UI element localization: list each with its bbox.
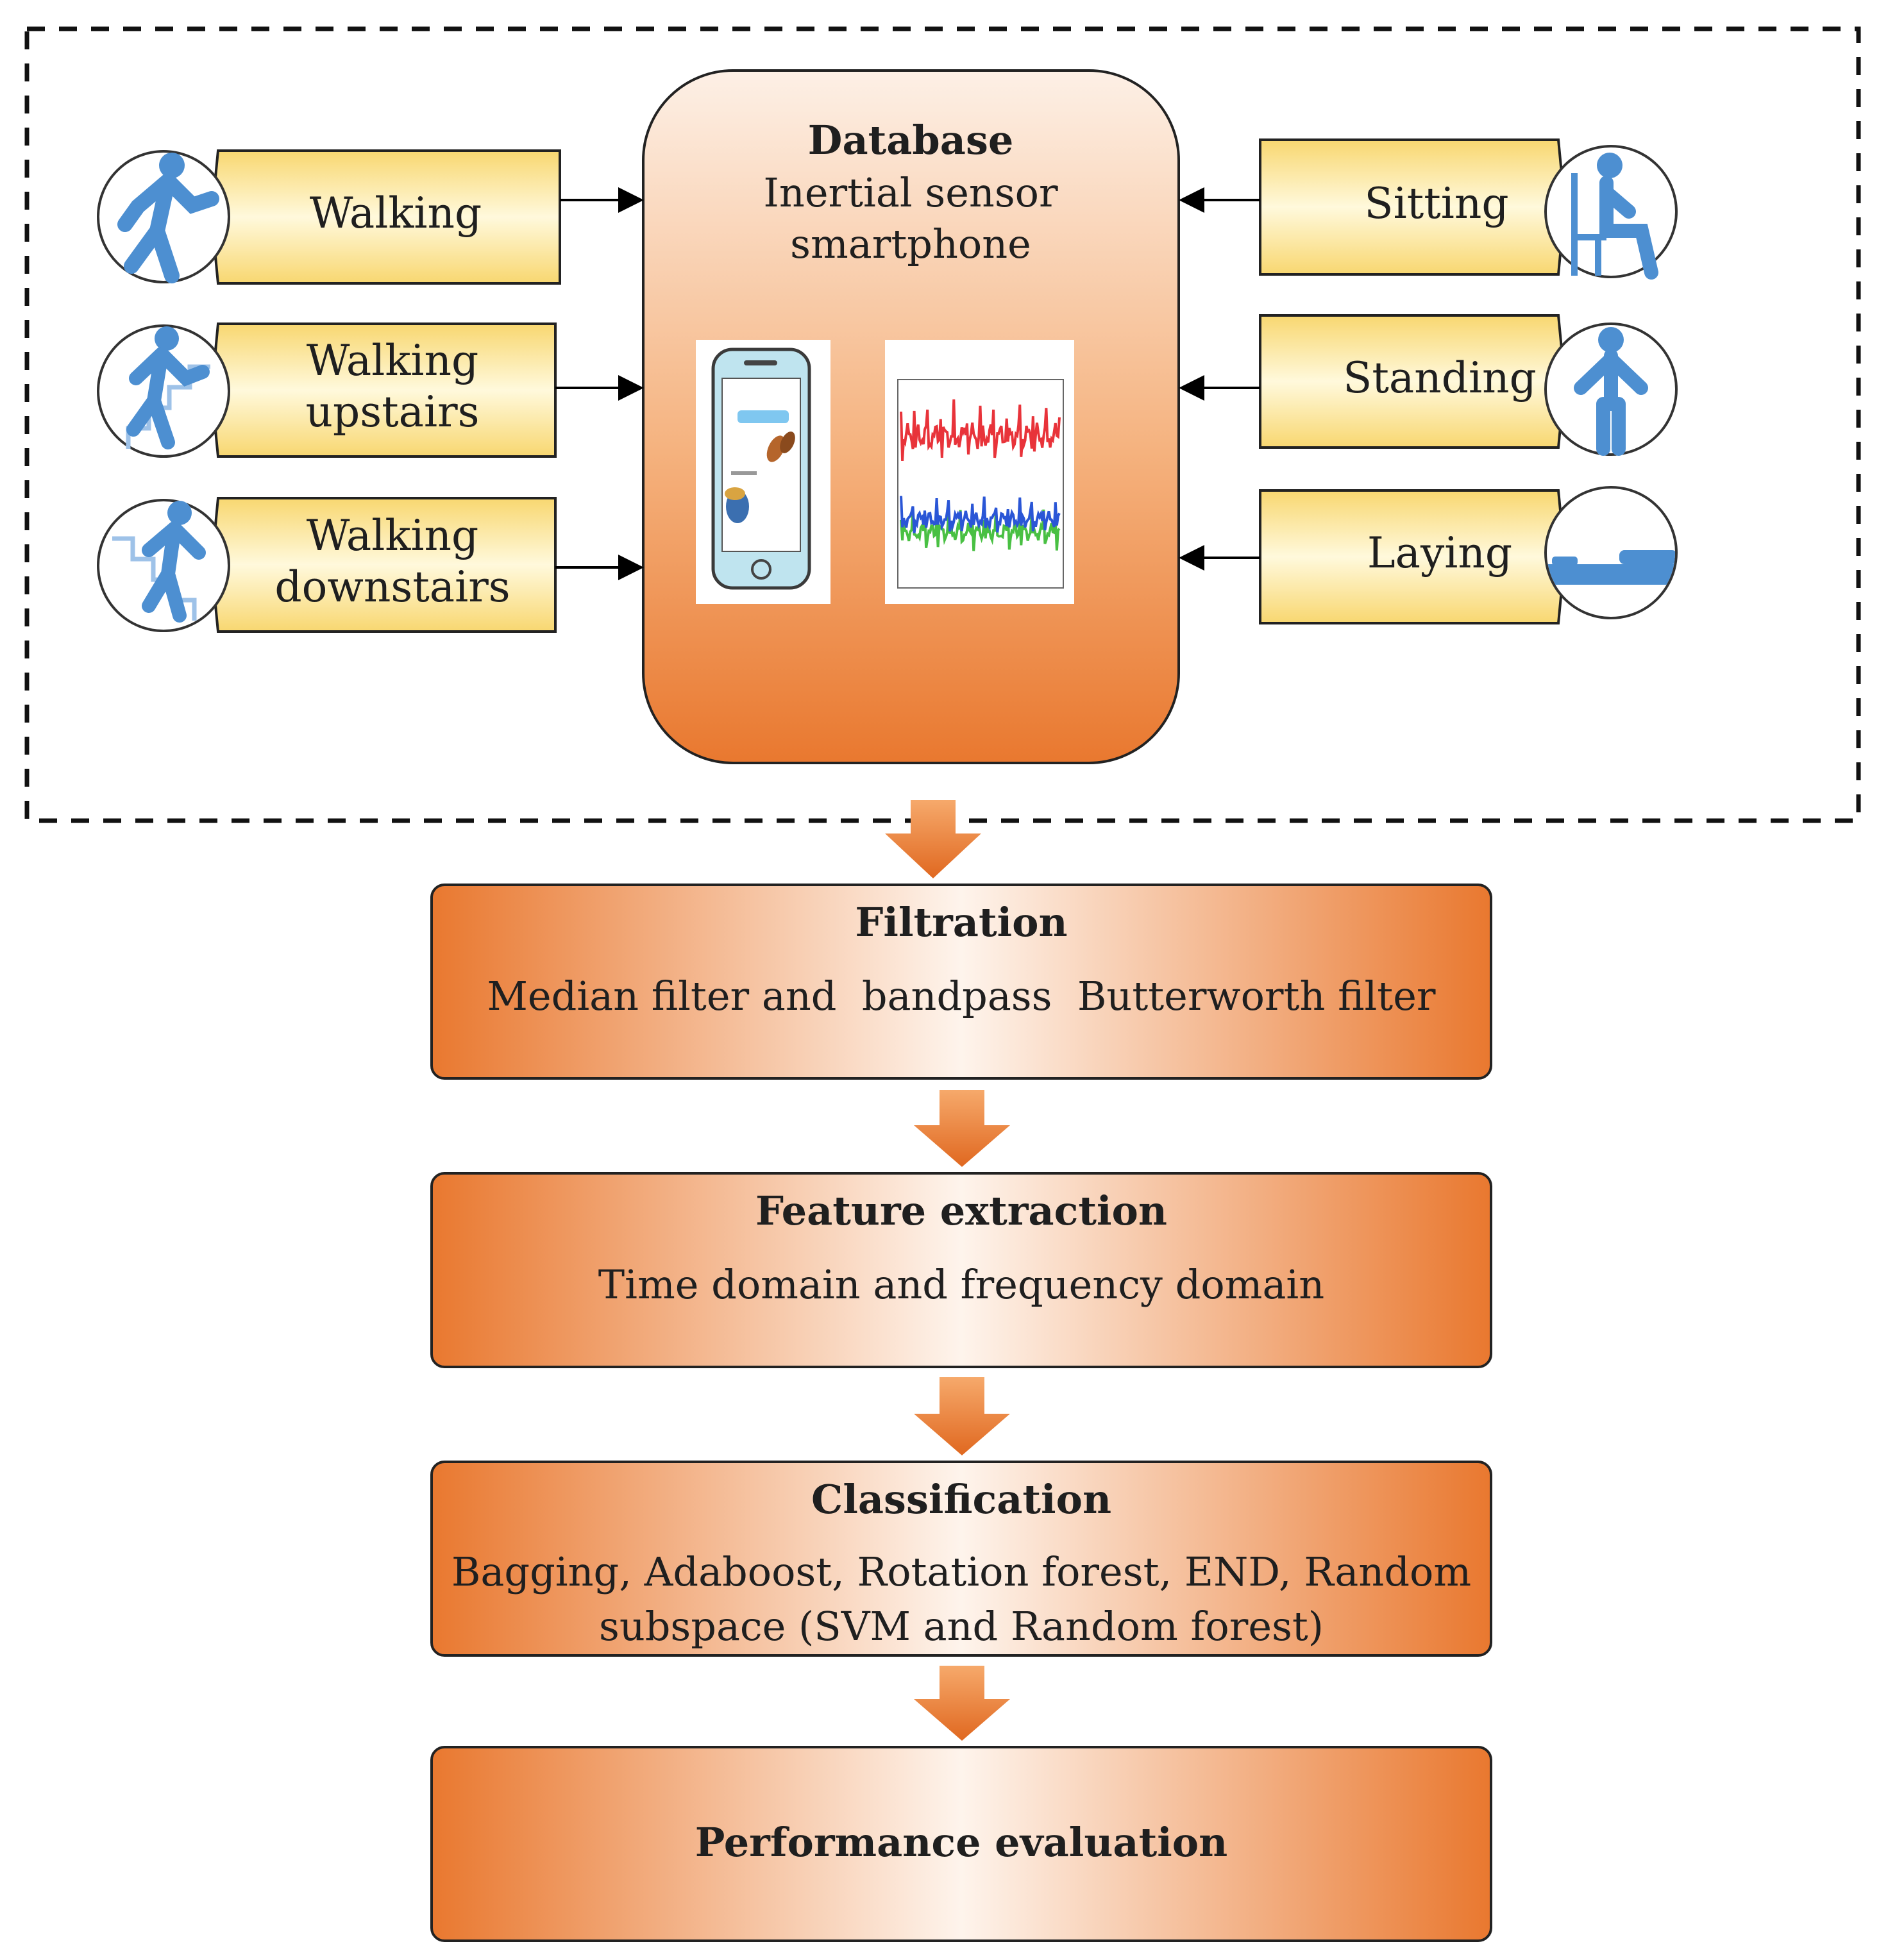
activity-walking-downstairs-label-1: Walking <box>307 511 478 560</box>
activity-laying-label: Laying <box>1367 528 1512 578</box>
activity-sitting: Sitting <box>1179 138 1678 280</box>
activity-laying: Laying <box>1179 486 1678 624</box>
step-classification: Classification Bagging, Adaboost, Rotati… <box>430 1461 1492 1657</box>
step-performance-evaluation: Performance evaluation <box>430 1746 1492 1942</box>
laying-person-icon <box>1544 486 1678 619</box>
activity-walking-upstairs: Walking upstairs <box>97 322 644 458</box>
standing-person-icon <box>1544 322 1678 456</box>
activity-walking-downstairs: Walking downstairs <box>97 497 644 633</box>
database-block: Database Inertial sensor smartphone <box>642 69 1180 764</box>
activity-walking-downstairs-label-2: downstairs <box>274 562 510 612</box>
database-title: Database <box>808 117 1014 163</box>
right-activities: Sitting Standing Laying <box>1179 138 1678 624</box>
step-feature-extraction: Feature extraction Time domain and frequ… <box>430 1172 1492 1368</box>
activity-walking-upstairs-label-2: upstairs <box>305 387 479 437</box>
sensor-signal-plot-icon <box>885 340 1074 604</box>
activity-walking-label: Walking <box>310 188 482 238</box>
walking-person-icon <box>97 150 230 283</box>
pipeline: Filtration Median filter and bandpass Bu… <box>430 800 1492 1942</box>
step-filtration: Filtration Median filter and bandpass Bu… <box>430 884 1492 1080</box>
step-classification-text-2: subspace (SVM and Random forest) <box>599 1603 1324 1650</box>
sitting-person-icon <box>1544 145 1678 280</box>
step-filtration-text: Median filter and bandpass Butterworth f… <box>487 973 1435 1019</box>
step-performance-evaluation-title: Performance evaluation <box>695 1819 1227 1866</box>
step-feature-extraction-text: Time domain and frequency domain <box>598 1261 1324 1308</box>
database-subtitle-line-2: smartphone <box>790 221 1031 267</box>
step-classification-title: Classification <box>811 1476 1111 1523</box>
activity-standing: Standing <box>1179 314 1678 456</box>
database-subtitle-line-1: Inertial sensor <box>763 169 1058 216</box>
walking-upstairs-icon <box>97 324 230 458</box>
activity-walking: Walking <box>97 149 644 285</box>
walking-downstairs-icon <box>97 499 230 632</box>
flow-arrow-to-feature-extraction <box>914 1090 1010 1167</box>
activity-walking-upstairs-label-1: Walking <box>307 336 478 385</box>
flow-arrow-to-performance-evaluation <box>914 1666 1010 1741</box>
left-activities: Walking Walking upstairs Walking <box>97 149 644 633</box>
step-feature-extraction-title: Feature extraction <box>755 1187 1167 1234</box>
activity-standing-label: Standing <box>1343 353 1537 403</box>
step-classification-text-1: Bagging, Adaboost, Rotation forest, END,… <box>451 1548 1471 1595</box>
step-filtration-title: Filtration <box>855 899 1067 946</box>
activity-sitting-label: Sitting <box>1364 179 1508 228</box>
smartphone-icon <box>696 340 830 604</box>
flow-arrow-to-filtration <box>885 800 981 878</box>
flow-arrow-to-classification <box>914 1377 1010 1455</box>
